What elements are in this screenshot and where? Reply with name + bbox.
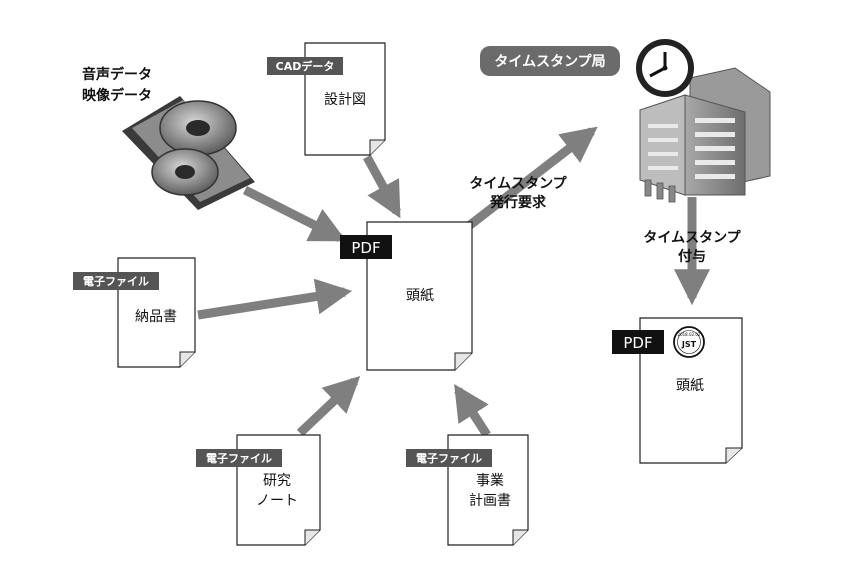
result-pdf-label: PDF (623, 334, 652, 352)
business-plan-document: 電子ファイル 事業 計画書 (406, 434, 529, 546)
research-title-line2: ノート (256, 493, 298, 509)
result-pdf-tag (612, 330, 664, 354)
seal-timezone: JST (681, 340, 697, 349)
seal-date: 2018.02.02 (678, 332, 701, 337)
media-data-source: 音声データ 映像データ (82, 66, 255, 210)
grant-label-line1: タイムスタンプ (643, 230, 741, 246)
media-label-line1: 音声データ (82, 66, 152, 83)
arrow-cad-to-center (363, 154, 401, 219)
timestamped-pdf-document: PDF 2018.02.02 JST 頭紙 (612, 317, 743, 464)
cad-tag-label: CADデータ (276, 59, 335, 73)
center-pdf-tag (340, 235, 392, 259)
arrows (197, 126, 710, 438)
request-label-line2: 発行要求 (489, 194, 547, 211)
timestamp-authority: タイムスタンプ局 (480, 39, 771, 203)
media-label-line2: 映像データ (82, 87, 152, 104)
invoice-tag (73, 272, 159, 290)
plan-tag-label: 電子ファイル (416, 452, 482, 465)
arrow-request-to-tsa (467, 126, 598, 229)
research-title-line1: 研究 (263, 473, 291, 489)
disc-case-icon (122, 96, 255, 210)
arrow-invoice-to-center (197, 278, 353, 320)
cad-title: 設計図 (324, 92, 366, 108)
plan-title-line2: 計画書 (469, 493, 511, 509)
issue-request-label: タイムスタンプ 発行要求 (469, 176, 567, 211)
invoice-title: 納品書 (135, 309, 177, 325)
arrow-plan-to-center (454, 383, 491, 438)
center-pdf-document: PDF 頭紙 (340, 221, 473, 371)
invoice-document: 電子ファイル 納品書 (73, 257, 196, 368)
result-title: 頭紙 (676, 378, 704, 394)
tsa-label: タイムスタンプ局 (494, 54, 605, 70)
clock-icon (636, 39, 694, 97)
tsa-badge (480, 46, 620, 76)
center-title: 頭紙 (406, 288, 434, 304)
plan-tag (406, 449, 492, 467)
timestamp-seal-icon: 2018.02.02 JST (673, 326, 705, 358)
arrow-research-to-center (296, 376, 361, 437)
request-label-line1: タイムスタンプ (469, 176, 567, 192)
plan-title-line1: 事業 (476, 473, 504, 489)
research-tag-label: 電子ファイル (206, 452, 272, 465)
research-note-document: 電子ファイル 研究 ノート (196, 434, 321, 546)
cad-tag (267, 57, 343, 75)
grant-label-line2: 付与 (678, 248, 706, 265)
invoice-tag-label: 電子ファイル (83, 275, 149, 288)
center-pdf-label: PDF (351, 239, 380, 257)
timestamp-grant-label: タイムスタンプ 付与 (643, 230, 741, 265)
research-tag (196, 449, 282, 467)
arrow-media-to-center (242, 185, 347, 243)
cad-document: CADデータ 設計図 (267, 42, 386, 156)
building-icon (639, 67, 771, 203)
